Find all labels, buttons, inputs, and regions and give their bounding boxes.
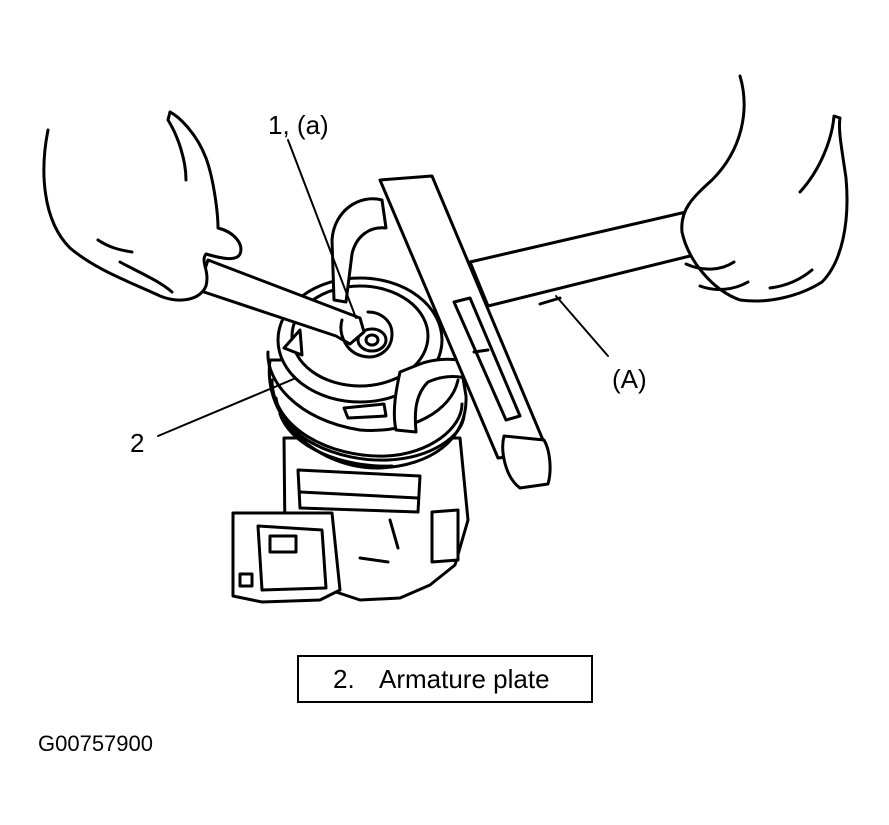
left-hand	[42, 110, 243, 302]
callout-plate-label: 2	[130, 428, 145, 458]
figure-id: G00757900	[38, 731, 153, 756]
compressor-body	[231, 436, 470, 604]
tool-a-handle	[468, 210, 700, 308]
right-hand	[680, 74, 849, 303]
callout-tool-label: (A)	[612, 364, 647, 394]
leader-lines	[157, 139, 609, 437]
legend-text: Armature plate	[379, 663, 550, 694]
bolt-nut	[356, 327, 388, 353]
legend-box: 2. Armature plate	[297, 655, 593, 703]
callout-bolt-label: 1, (a)	[268, 110, 329, 140]
tool-a-frame	[330, 174, 552, 490]
legend-number: 2.	[333, 663, 355, 694]
